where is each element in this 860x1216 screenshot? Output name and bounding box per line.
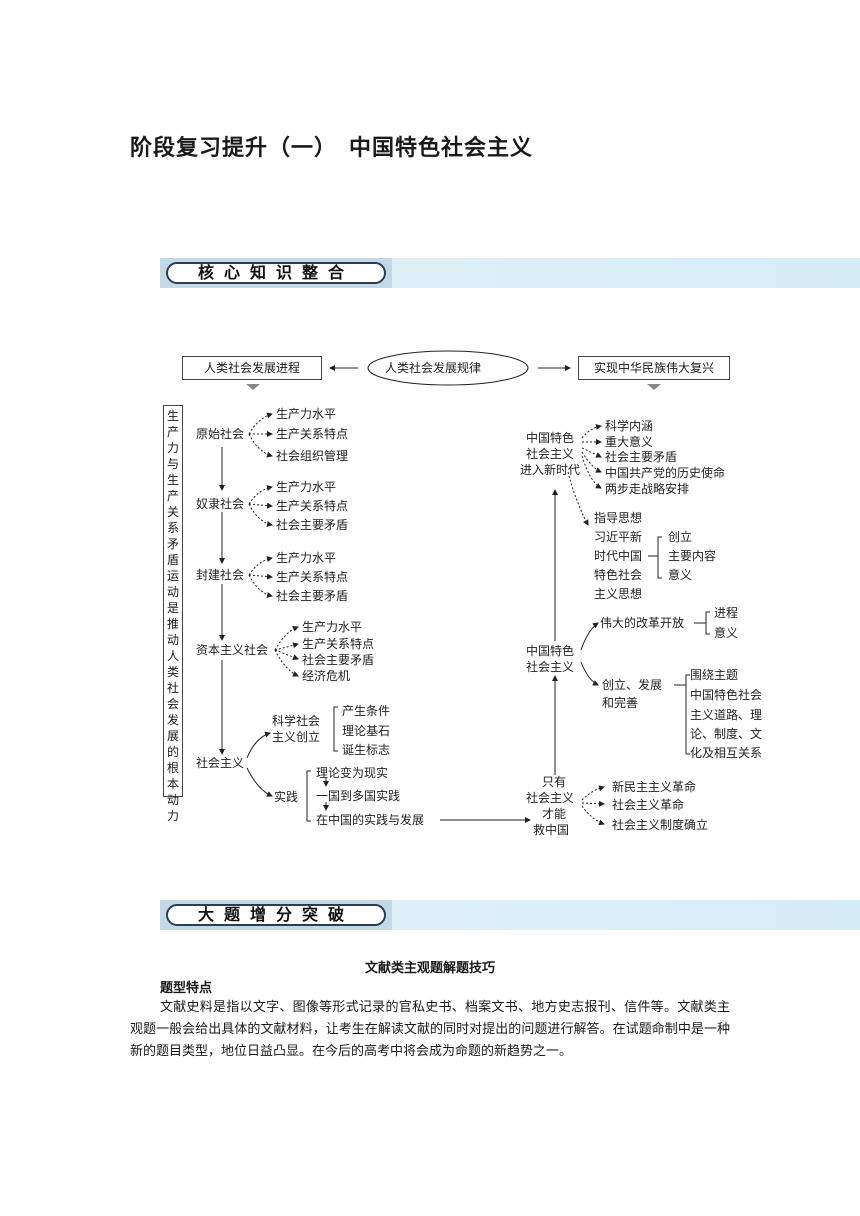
xi-line: 时代中国	[594, 549, 643, 563]
practice-label: 实践	[274, 790, 299, 804]
xi-line: 特色社会	[594, 568, 643, 582]
only-save-line: 只有	[542, 775, 567, 789]
only-save-line: 救中国	[533, 823, 570, 837]
sci-item: 诞生标志	[342, 743, 391, 757]
stage-item: 社会组织管理	[276, 449, 349, 463]
new-era-item: 科学内涵	[605, 419, 654, 433]
side-label-box: 生产力与生产关系矛盾运动是推动人类社会发展的根本动力	[163, 405, 183, 823]
new-era-item: 中国共产党的历史使命	[605, 466, 726, 480]
xi-item: 创立	[668, 530, 693, 544]
banner-label: 大题增分突破	[166, 904, 386, 926]
sci-item: 理论基石	[342, 724, 391, 738]
practice-item: 一国到多国实践	[316, 789, 401, 803]
page-title: 阶段复习提升（一） 中国特色社会主义	[130, 136, 534, 161]
stage-feudal: 封建社会	[196, 568, 245, 582]
cs-line: 中国特色	[526, 644, 575, 658]
stage-item: 生产关系特点	[276, 427, 349, 441]
xi-line: 指导思想	[594, 511, 643, 525]
stage-socialism: 社会主义	[196, 756, 245, 770]
stage-item: 生产力水平	[276, 407, 337, 421]
reform-item: 进程	[714, 606, 739, 620]
stage-item: 生产关系特点	[276, 570, 349, 584]
stage-item: 生产关系特点	[276, 499, 349, 513]
sci-create-line1: 科学社会	[272, 714, 321, 728]
cs-line: 社会主义	[526, 660, 575, 674]
stage-item: 经济危机	[302, 669, 351, 683]
reform-item: 意义	[714, 626, 739, 640]
new-era-line: 中国特色	[526, 431, 575, 445]
diagram-lines	[219, 350, 710, 826]
section-banner-core: 核心知识整合	[160, 258, 860, 288]
stage-item: 社会主要矛盾	[276, 589, 349, 603]
create-dev-line: 和完善	[602, 696, 639, 710]
new-era-item: 社会主要矛盾	[605, 450, 678, 464]
stage-item: 生产力水平	[302, 620, 363, 634]
new-era-item: 重大意义	[605, 435, 654, 449]
only-item: 社会主义制度确立	[612, 818, 709, 832]
body-paragraph: 文献史料是指以文字、图像等形式记录的官私史书、档案文书、地方史志报刊、信件等。文…	[130, 1000, 730, 1059]
stage-primitive: 原始社会	[196, 427, 245, 441]
stage-item: 生产关系特点	[302, 637, 375, 651]
human-society-process-box: 人类社会发展进程	[182, 356, 322, 380]
document-heading: 文献类主观题解题技巧	[364, 961, 495, 976]
only-save-line: 社会主义	[526, 791, 575, 805]
sci-create-line2: 主义创立	[272, 730, 321, 744]
create-dev-line: 创立、发展	[602, 678, 663, 692]
xi-line: 主义思想	[594, 587, 643, 601]
only-save-line: 才能	[542, 807, 567, 821]
rejuvenation-box: 实现中华民族伟大复兴	[578, 356, 730, 380]
section-label: 题型特点	[160, 981, 213, 996]
create-item: 围绕主题	[690, 668, 739, 682]
stage-item: 生产力水平	[276, 480, 337, 494]
society-law-label: 人类社会发展规律	[385, 361, 482, 375]
create-item: 中国特色社会	[690, 688, 763, 702]
reform-label: 伟大的改革开放	[600, 616, 685, 630]
create-item: 化及相互关系	[690, 746, 763, 760]
practice-item: 在中国的实践与发展	[316, 813, 425, 827]
xi-item: 意义	[668, 568, 693, 582]
side-label: 生产力与生产关系矛盾运动是推动人类社会发展的根本动力	[166, 409, 179, 823]
practice-item: 理论变为现实	[316, 766, 389, 780]
section-banner-breakthrough: 大题增分突破	[160, 900, 860, 930]
new-era-line: 社会主义	[526, 447, 575, 461]
banner-label: 核心知识整合	[166, 262, 386, 284]
create-item: 主义道路、理	[690, 708, 763, 722]
only-item: 新民主主义革命	[612, 780, 697, 794]
stage-item: 生产力水平	[276, 551, 337, 565]
stage-item: 社会主要矛盾	[302, 653, 375, 667]
only-item: 社会主义革命	[612, 798, 685, 812]
stage-capitalist: 资本主义社会	[196, 643, 269, 657]
xi-line: 习近平新	[594, 530, 643, 544]
stage-item: 社会主要矛盾	[276, 518, 349, 532]
new-era-line: 进入新时代	[520, 463, 581, 477]
stage-slave: 奴隶社会	[196, 497, 245, 511]
sci-item: 产生条件	[342, 704, 391, 718]
xi-item: 主要内容	[668, 549, 717, 563]
new-era-item: 两步走战略安排	[605, 482, 690, 496]
create-item: 论、制度、文	[690, 727, 763, 741]
